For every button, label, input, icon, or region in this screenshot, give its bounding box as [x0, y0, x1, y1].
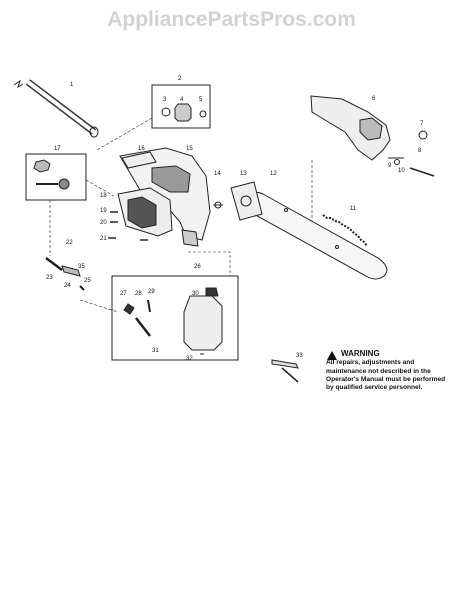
warning-heading: WARNING [341, 349, 380, 358]
callout-35: 35 [78, 264, 85, 270]
callout-22: 22 [66, 240, 73, 246]
callout-28: 28 [135, 291, 142, 297]
callout-24: 24 [64, 283, 71, 289]
part-12-guide-bar[interactable] [244, 191, 388, 280]
callout-11: 11 [350, 206, 357, 212]
callout-21: 21 [100, 236, 107, 242]
callout-5: 5 [199, 97, 203, 103]
warning-body: All repairs, adjustments and maintenance… [326, 359, 446, 392]
callout-12: 12 [270, 171, 277, 177]
callout-32: 32 [186, 356, 193, 362]
warning-notice: WARNING All repairs, adjustments and mai… [326, 349, 448, 392]
part-7-nut[interactable] [418, 130, 428, 140]
part-13-plate[interactable] [230, 181, 263, 221]
part-1-pole-shaft[interactable] [13, 79, 99, 138]
callout-16: 16 [138, 146, 145, 152]
callout-13: 13 [240, 171, 247, 177]
watermark: AppliancePartsPros.com [107, 8, 356, 31]
callout-3: 3 [163, 97, 167, 103]
callout-18: 18 [100, 193, 107, 199]
part-14-sprocket[interactable] [213, 201, 223, 209]
callout-6: 6 [372, 96, 376, 102]
callout-17: 17 [54, 146, 61, 152]
callout-30: 30 [192, 291, 199, 297]
callout-9: 9 [388, 163, 392, 169]
callout-2: 2 [178, 76, 182, 82]
callout-4: 4 [180, 97, 184, 103]
callout-29: 29 [148, 289, 155, 295]
callout-14: 14 [214, 171, 221, 177]
part-22-spring-assembly[interactable] [45, 257, 85, 291]
part-18-gear-housing[interactable] [117, 187, 173, 237]
warning-icon [327, 351, 337, 360]
callout-1: 1 [70, 82, 74, 88]
callout-7: 7 [420, 121, 424, 127]
part-16-handle-cover[interactable] [121, 151, 157, 169]
callout-8: 8 [418, 148, 422, 154]
part-10-bolt[interactable] [409, 167, 435, 177]
callout-19: 19 [100, 208, 107, 214]
callout-23: 23 [46, 275, 53, 281]
callout-25: 25 [84, 278, 91, 284]
callout-10: 10 [398, 168, 405, 174]
callout-20: 20 [100, 220, 107, 226]
part-2-coupling-kit[interactable] [151, 84, 211, 129]
part-26-oil-tank-assembly[interactable] [111, 275, 239, 361]
callout-26: 26 [194, 264, 201, 270]
callout-31: 31 [152, 348, 159, 354]
part-17-drive-gear[interactable] [25, 153, 87, 201]
part-6-chain-cover[interactable] [310, 95, 391, 161]
part-11-saw-chain[interactable] [322, 214, 368, 247]
part-33-wrench[interactable] [271, 359, 299, 383]
callout-33: 33 [296, 353, 303, 359]
callout-27: 27 [120, 291, 127, 297]
callout-15: 15 [186, 146, 193, 152]
